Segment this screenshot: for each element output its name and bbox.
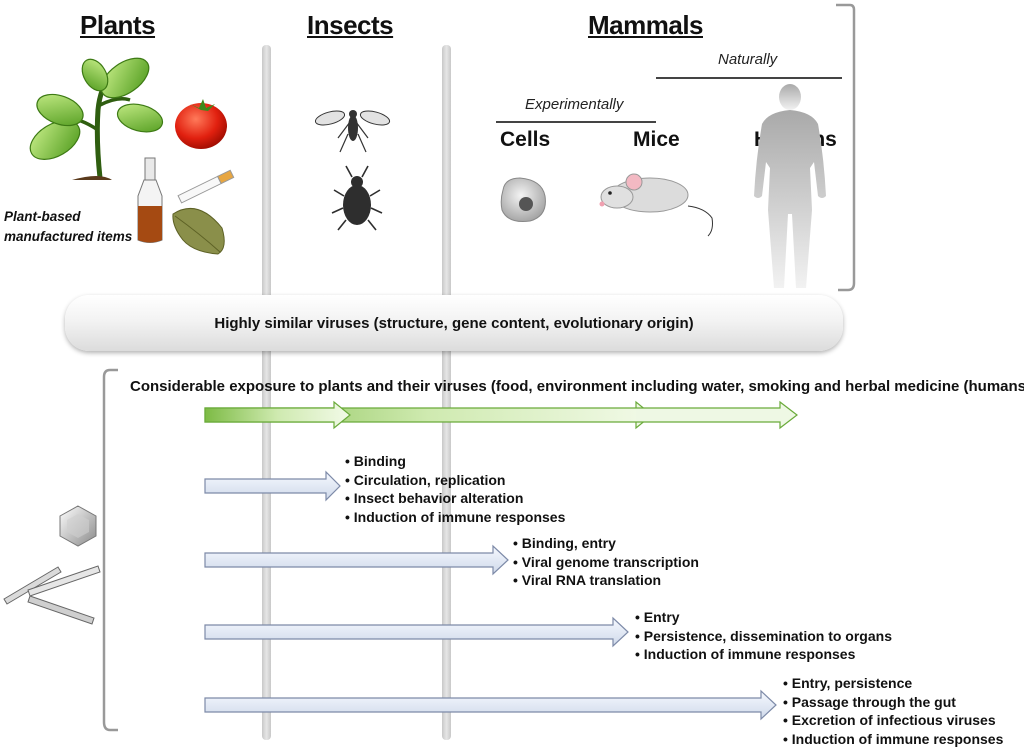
mouse-icon xyxy=(599,173,713,237)
plant-icon xyxy=(29,57,164,180)
cigarette-icon xyxy=(177,169,235,204)
mammals-bracket xyxy=(836,3,856,292)
lower-bracket xyxy=(102,368,118,732)
list-item: Viral genome transcription xyxy=(513,553,699,572)
insects-title: Insects xyxy=(307,10,394,40)
icosahedral-virus-icon xyxy=(59,505,97,547)
list-item: Excretion of infectious viruses xyxy=(783,711,1003,730)
insects-steps: Binding Circulation, replication Insect … xyxy=(345,452,566,527)
list-item: Induction of immune responses xyxy=(345,508,566,527)
plants-title: Plants xyxy=(80,10,156,40)
mice-arrow xyxy=(204,616,629,648)
naturally-label: Naturally xyxy=(718,51,778,68)
cell-icon xyxy=(500,177,546,222)
list-item: Entry, persistence xyxy=(783,674,1003,693)
list-item: Induction of immune responses xyxy=(635,645,892,664)
humans-arrow xyxy=(204,689,777,721)
tobacco-leaf-icon xyxy=(172,207,225,255)
plant-based-line1: Plant-based xyxy=(4,209,81,224)
insects-arrow xyxy=(204,470,341,502)
exposure-arrows xyxy=(204,400,798,430)
tomato-icon xyxy=(175,99,227,149)
mice-steps: Entry Persistence, dissemination to orga… xyxy=(635,608,892,664)
list-item: Passage through the gut xyxy=(783,693,1003,712)
bottle-icon xyxy=(137,157,163,243)
plant-based-label: Plant-based manufactured items xyxy=(4,207,132,247)
humans-steps: Entry, persistence Passage through the g… xyxy=(783,674,1004,749)
cells-label: Cells xyxy=(500,128,551,151)
list-item: Induction of immune responses xyxy=(783,730,1004,749)
mice-label: Mice xyxy=(633,128,680,151)
cells-steps: Binding, entry Viral genome transcriptio… xyxy=(513,534,699,590)
cells-arrow xyxy=(204,544,509,576)
list-item: Binding xyxy=(345,452,565,471)
similar-viruses-banner: Highly similar viruses (structure, gene … xyxy=(65,295,843,351)
experimentally-label: Experimentally xyxy=(525,96,624,113)
separator-insects-mammals xyxy=(442,45,451,740)
list-item: Entry xyxy=(635,608,892,627)
list-item: Insect behavior alteration xyxy=(345,489,565,508)
list-item: Viral RNA translation xyxy=(513,571,699,590)
mammals-title: Mammals xyxy=(588,10,704,40)
list-item: Persistence, dissemination to organs xyxy=(635,627,892,646)
aphid-icon xyxy=(314,110,391,153)
list-item: Circulation, replication xyxy=(345,471,565,490)
human-icon xyxy=(754,84,826,288)
plant-based-line2: manufactured items xyxy=(4,229,133,244)
beetle-icon xyxy=(331,165,383,231)
list-item: Binding, entry xyxy=(513,534,699,553)
rod-virus-icon xyxy=(3,565,101,625)
naturally-line xyxy=(656,77,842,79)
separator-plants-insects xyxy=(262,45,271,740)
exposure-text: Considerable exposure to plants and thei… xyxy=(130,378,1024,395)
experimentally-line xyxy=(496,121,656,123)
